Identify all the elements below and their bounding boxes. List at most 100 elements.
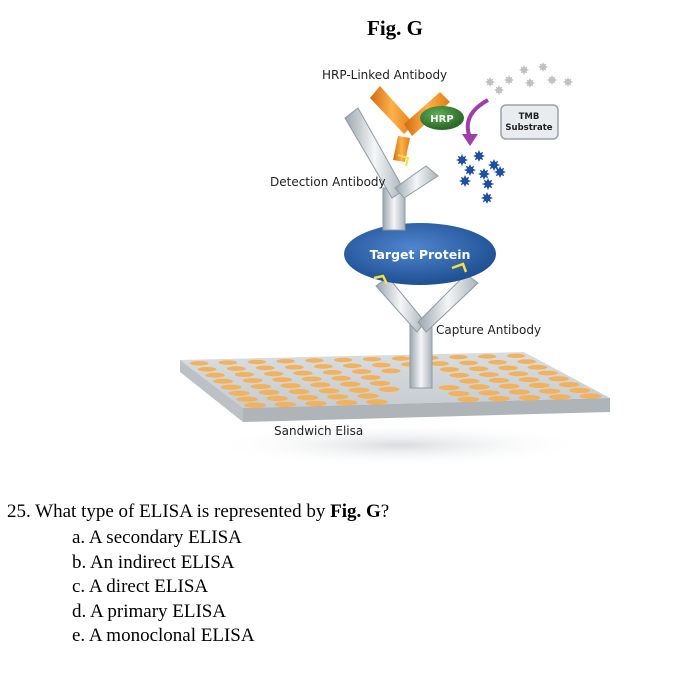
plate-well <box>264 371 284 377</box>
option-e[interactable]: e. A monoclonal ELISA <box>72 625 255 646</box>
plate-well <box>528 382 550 388</box>
plate-well <box>449 354 468 360</box>
plate-well <box>205 372 225 378</box>
plate-well <box>343 363 362 369</box>
plate-well <box>335 400 358 406</box>
plate-well <box>488 377 510 383</box>
product-molecule <box>481 192 493 204</box>
question-text: What type of ELISA is represented by <box>35 501 326 522</box>
option-d[interactable]: d. A primary ELISA <box>72 600 227 622</box>
tmb-substrate-box <box>500 104 559 140</box>
tmb-label: TMB <box>519 112 540 122</box>
plate-well <box>360 375 381 380</box>
plate-well <box>255 365 275 371</box>
sandwich-elisa-label: Sandwich Elisa <box>274 424 363 438</box>
plate-well <box>449 372 470 378</box>
plate-well <box>362 357 382 362</box>
substrate-molecules <box>485 62 573 95</box>
target-protein <box>344 223 496 285</box>
plate-well <box>236 396 258 402</box>
plate-well <box>247 359 266 365</box>
option-a[interactable]: a. A secondary ELISA <box>72 527 242 548</box>
product-molecule <box>459 175 471 187</box>
plate-well <box>548 376 569 382</box>
plate-well <box>508 389 530 395</box>
plate-well <box>517 359 537 364</box>
plate-well <box>498 383 520 389</box>
plate-well <box>538 388 561 394</box>
substrate-molecule <box>494 85 504 95</box>
plate-well <box>549 394 571 400</box>
substrate-molecule <box>547 75 557 85</box>
option-c[interactable]: c. A direct ELISA <box>72 576 209 597</box>
plate-shadow <box>210 423 590 467</box>
plate-well <box>276 359 295 364</box>
plate-well <box>250 384 272 389</box>
plate-well <box>266 395 288 401</box>
figure-title: Fig. G <box>367 16 423 40</box>
plate-well <box>391 356 410 361</box>
plate-well <box>322 370 342 375</box>
plate-well <box>518 395 541 401</box>
plate-well <box>459 360 478 366</box>
plate-well <box>318 388 340 394</box>
plate-well <box>448 391 470 397</box>
substrate-molecule <box>504 75 514 85</box>
plate-well <box>366 399 388 405</box>
plate-well <box>372 362 391 368</box>
plate-well <box>340 381 361 387</box>
plate-well <box>357 393 379 399</box>
question-25: 25. What type of ELISA is represented by… <box>7 500 389 524</box>
substrate-molecule <box>563 77 573 87</box>
substrate-label: Substrate <box>505 123 552 133</box>
plate-well <box>301 376 322 382</box>
plate-well <box>459 378 480 384</box>
product-molecule <box>488 159 500 171</box>
plate-well <box>351 369 372 374</box>
hrp-linked-antibody-label: HRP-Linked Antibody <box>322 68 447 82</box>
substrate-molecule <box>525 78 535 88</box>
plate-well <box>439 367 460 372</box>
plate-well <box>478 390 500 396</box>
plate-well <box>313 364 333 369</box>
plate-well <box>220 384 242 390</box>
product-molecule <box>473 150 485 162</box>
substrate-molecule <box>485 77 495 87</box>
answer-options: a. A secondary ELISA b. An indirect ELIS… <box>72 526 255 649</box>
plate-well <box>518 377 539 383</box>
plate-well <box>242 378 263 383</box>
question-mark: ? <box>380 501 390 522</box>
hrp-label: HRP <box>430 114 453 125</box>
capture-antibody <box>375 273 479 389</box>
product-molecule <box>494 166 506 178</box>
plate-well <box>228 390 250 396</box>
product-molecule <box>478 168 490 180</box>
hrp-enzyme <box>420 106 464 130</box>
plate-well <box>558 382 580 388</box>
plate-well <box>369 380 391 386</box>
plate-well <box>348 387 370 393</box>
plate-well <box>334 357 353 363</box>
plate-well <box>234 372 255 377</box>
plate-well <box>378 386 400 392</box>
plate-well <box>258 389 280 395</box>
plate-wells <box>189 353 602 408</box>
plate-well <box>381 368 401 374</box>
plate-well <box>284 364 304 370</box>
plate-well <box>488 395 510 402</box>
plate-well <box>479 372 499 377</box>
plate-well <box>327 394 349 400</box>
plate-well <box>468 384 490 390</box>
plate-well <box>430 361 449 366</box>
plate-well <box>272 377 293 383</box>
option-b[interactable]: b. An indirect ELISA <box>72 551 235 573</box>
plate-well <box>218 360 238 365</box>
plate-well <box>280 383 301 389</box>
substrate-molecule <box>538 62 548 72</box>
detection-antibody-label: Detection Antibody <box>270 175 386 189</box>
reaction-arrow <box>465 98 490 139</box>
plate-well <box>508 371 529 377</box>
plate-well <box>293 370 313 376</box>
plate-well <box>506 353 526 358</box>
product-molecule <box>464 164 476 176</box>
